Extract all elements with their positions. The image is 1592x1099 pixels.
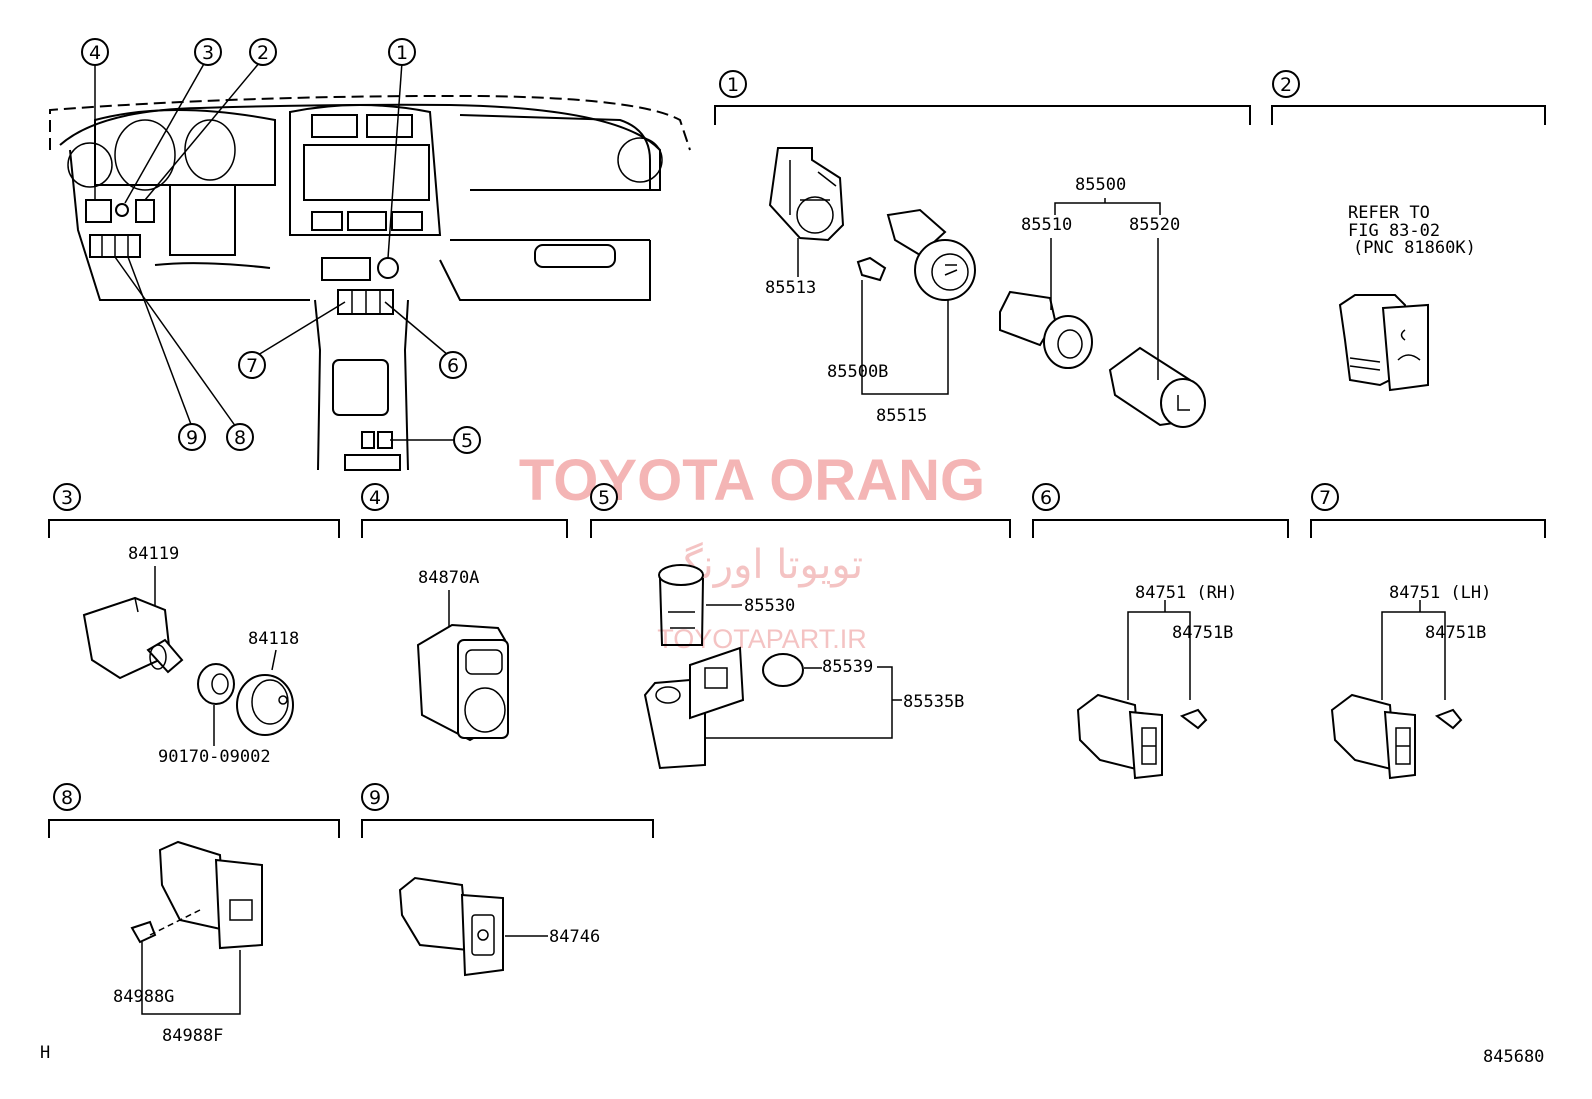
svg-text:90170-09002: 90170-09002 <box>158 747 271 767</box>
svg-text:7: 7 <box>1319 487 1331 509</box>
callout-3: 3 <box>194 38 222 66</box>
svg-text:TOYOTAPART.IR: TOYOTAPART.IR <box>657 624 867 654</box>
screw-icon <box>1434 708 1463 730</box>
screw-icon <box>856 256 887 282</box>
section-6: 6 84751 (RH) 84751B <box>1032 483 1289 780</box>
section-3: 3 84119 84118 90170-09002 <box>48 483 340 767</box>
svg-text:4: 4 <box>89 42 101 64</box>
svg-text:85500B: 85500B <box>827 362 888 382</box>
svg-text:1: 1 <box>396 42 408 64</box>
svg-text:5: 5 <box>598 487 610 509</box>
svg-text:84988F: 84988F <box>162 1026 223 1046</box>
svg-text:85520: 85520 <box>1129 215 1180 235</box>
svg-text:6: 6 <box>1040 487 1052 509</box>
dimmer-switch-icon <box>82 596 184 680</box>
callout-9: 9 <box>178 423 206 451</box>
lighter-plug-icon <box>999 290 1093 369</box>
screw-icon <box>1179 708 1208 730</box>
footer: H 845680 <box>40 1043 1544 1067</box>
power-outlet-socket-icon <box>643 646 745 770</box>
svg-text:3: 3 <box>202 42 214 64</box>
overview-callouts: 4 3 2 1 7 6 9 8 5 <box>81 38 481 454</box>
callout-2: 2 <box>249 38 277 66</box>
svg-text:84751 (RH): 84751 (RH) <box>1135 583 1237 603</box>
section-4: 4 84870A <box>361 483 568 742</box>
heated-seat-switch-rh-icon <box>1076 693 1163 780</box>
svg-text:9: 9 <box>369 787 381 809</box>
svg-text:6: 6 <box>447 355 459 377</box>
section-7: 7 84751 (LH) 84751B <box>1310 483 1546 780</box>
tire-pressure-switch-icon <box>398 876 504 977</box>
nut-icon <box>197 663 235 705</box>
svg-text:84746: 84746 <box>549 927 600 947</box>
dashboard-illustration <box>49 94 691 471</box>
svg-text:85530: 85530 <box>744 596 795 616</box>
svg-text:84988G: 84988G <box>113 987 174 1007</box>
svg-text:3: 3 <box>61 487 73 509</box>
svg-text:84751B: 84751B <box>1172 623 1233 643</box>
socket-insert-icon <box>658 564 704 646</box>
svg-text:85510: 85510 <box>1021 215 1072 235</box>
callout-leaders <box>94 61 455 441</box>
svg-text:85513: 85513 <box>765 278 816 298</box>
callout-8: 8 <box>226 423 254 451</box>
heated-seat-switch-lh-icon <box>1330 693 1416 780</box>
svg-text:8: 8 <box>61 787 73 809</box>
svg-text:84751 (LH): 84751 (LH) <box>1389 583 1491 603</box>
svg-text:85535B: 85535B <box>903 692 964 712</box>
watermark: TOYOTA ORANG تویوتا اورنگ TOYOTAPART.IR <box>519 448 985 654</box>
section-1: 1 85513 85500 85510 85520 <box>714 70 1251 428</box>
svg-text:FIG 83-02: FIG 83-02 <box>1348 221 1440 241</box>
callout-4: 4 <box>81 38 109 66</box>
mirror-switch-icon <box>416 623 509 742</box>
section-5: 5 85530 85539 85535B <box>590 483 1011 770</box>
callout-5: 5 <box>453 426 481 454</box>
svg-text:84119: 84119 <box>128 544 179 564</box>
svg-text:7: 7 <box>246 355 258 377</box>
svg-text:5: 5 <box>461 430 473 452</box>
svg-text:H: H <box>40 1043 50 1063</box>
section-2: 2 REFER TO FIG 83-02 (PNC 81860K) <box>1271 70 1546 392</box>
section-8: 8 84988G 84988F <box>48 783 340 1046</box>
svg-text:4: 4 <box>369 487 381 509</box>
svg-text:2: 2 <box>257 42 269 64</box>
lighter-socket-icon <box>886 208 976 301</box>
lighter-socket-holder-icon <box>768 147 845 242</box>
svg-text:1: 1 <box>727 74 739 96</box>
svg-text:85539: 85539 <box>822 657 873 677</box>
svg-text:845680: 845680 <box>1483 1047 1544 1067</box>
callout-1: 1 <box>388 38 416 66</box>
svg-text:REFER TO: REFER TO <box>1348 203 1430 223</box>
callout-7: 7 <box>238 351 266 379</box>
section-9: 9 84746 <box>361 783 654 977</box>
svg-text:8: 8 <box>234 427 246 449</box>
svg-text:TOYOTA ORANG: TOYOTA ORANG <box>519 448 985 513</box>
cigarette-lighter-icon <box>1108 346 1206 428</box>
callout-6: 6 <box>439 351 467 379</box>
svg-text:84751B: 84751B <box>1425 623 1486 643</box>
svg-text:2: 2 <box>1280 74 1292 96</box>
svg-text:9: 9 <box>186 427 198 449</box>
power-outlet-icon <box>1338 294 1429 392</box>
svg-text:(PNC 81860K): (PNC 81860K) <box>1353 238 1476 258</box>
svg-text:84870A: 84870A <box>418 568 479 588</box>
svg-text:85500: 85500 <box>1075 175 1126 195</box>
svg-text:85515: 85515 <box>876 406 927 426</box>
svg-text:84118: 84118 <box>248 629 299 649</box>
knob-icon <box>236 674 294 736</box>
fog-lamp-switch-icon <box>149 840 263 950</box>
clip-icon <box>130 920 157 944</box>
